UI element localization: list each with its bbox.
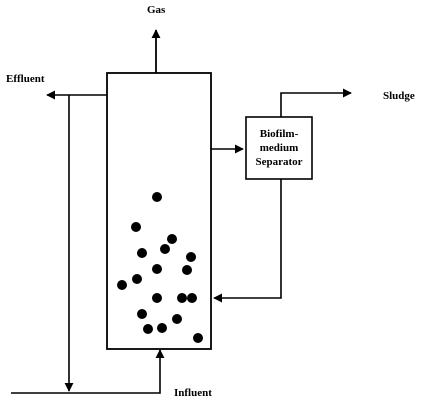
biofilm-particle: [193, 333, 203, 343]
biofilm-particle: [137, 309, 147, 319]
effluent-label: Effluent: [6, 73, 45, 85]
biofilm-particle: [186, 252, 196, 262]
biofilm-particle: [131, 222, 141, 232]
biofilm-particle: [117, 280, 127, 290]
biofilm-return-arrow: [213, 179, 282, 303]
biofilm-particle: [182, 265, 192, 275]
biofilm-particle: [160, 244, 170, 254]
biofilm-particle: [152, 293, 162, 303]
biofilm-particle: [137, 248, 147, 258]
sludge-arrow: [280, 88, 352, 117]
separator-label-line3: Separator: [255, 156, 302, 168]
separator-box: [245, 116, 313, 180]
influent-label: Influent: [174, 387, 212, 399]
biofilm-particle: [152, 264, 162, 274]
biofilm-particle: [157, 323, 167, 333]
sludge-label: Sludge: [383, 90, 415, 102]
biofilm-particle: [152, 192, 162, 202]
separator-label-line1: Biofilm-: [260, 128, 299, 140]
gas-label: Gas: [147, 4, 166, 16]
biofilm-particle: [132, 274, 142, 284]
biofilm-particle: [167, 234, 177, 244]
separator-label-line2: medium: [260, 142, 299, 154]
influent-line: [11, 349, 165, 394]
biofilm-particle: [177, 293, 187, 303]
biofilm-particle: [187, 293, 197, 303]
biofilm-particle: [172, 314, 182, 324]
biofilm-particle: [143, 324, 153, 334]
reactor-vessel: [106, 72, 212, 350]
biofilm-particles: [117, 192, 203, 343]
